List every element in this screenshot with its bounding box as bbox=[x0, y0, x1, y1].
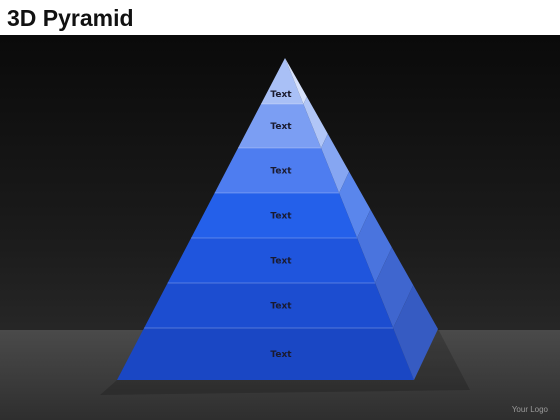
pyramid-level-label: Text bbox=[270, 302, 292, 312]
pyramid-level-label: Text bbox=[270, 350, 292, 360]
pyramid-level-side bbox=[357, 209, 392, 283]
pyramid-level[interactable]: Text bbox=[191, 171, 371, 238]
pyramid-level-side bbox=[339, 171, 371, 238]
pyramid-level-side bbox=[285, 58, 307, 104]
pyramid-level-label: Text bbox=[270, 167, 292, 177]
pyramid-level-side bbox=[393, 285, 438, 380]
pyramid-level-front bbox=[191, 193, 358, 238]
pyramid-level-side bbox=[321, 133, 350, 193]
pyramid-level-label: Text bbox=[270, 122, 292, 132]
pyramid-level-label: Text bbox=[270, 257, 292, 267]
pyramid-shadow bbox=[100, 329, 470, 395]
pyramid-level-front bbox=[261, 58, 304, 104]
pyramid-level[interactable]: Text bbox=[144, 247, 414, 328]
pyramid-level-front bbox=[117, 328, 414, 380]
pyramid-level[interactable]: Text bbox=[238, 96, 328, 148]
pyramid-level-side bbox=[375, 247, 414, 328]
title-bar: 3D Pyramid bbox=[0, 0, 560, 35]
pyramid-level-label: Text bbox=[270, 90, 292, 100]
slide-title: 3D Pyramid bbox=[7, 5, 134, 31]
logo-text: Your Logo bbox=[511, 405, 548, 414]
pyramid-level[interactable]: Text bbox=[117, 285, 438, 380]
pyramid-level-side bbox=[303, 96, 328, 148]
pyramid-level-front bbox=[238, 104, 322, 148]
pyramid-level-front bbox=[214, 148, 340, 193]
pyramid-level[interactable]: Text bbox=[214, 133, 350, 193]
pyramid-level-front bbox=[167, 238, 376, 283]
pyramid-level[interactable]: Text bbox=[261, 58, 307, 104]
pyramid-level[interactable]: Text bbox=[167, 209, 392, 284]
pyramid-level-front bbox=[144, 283, 394, 328]
pyramid-level-label: Text bbox=[270, 212, 292, 222]
